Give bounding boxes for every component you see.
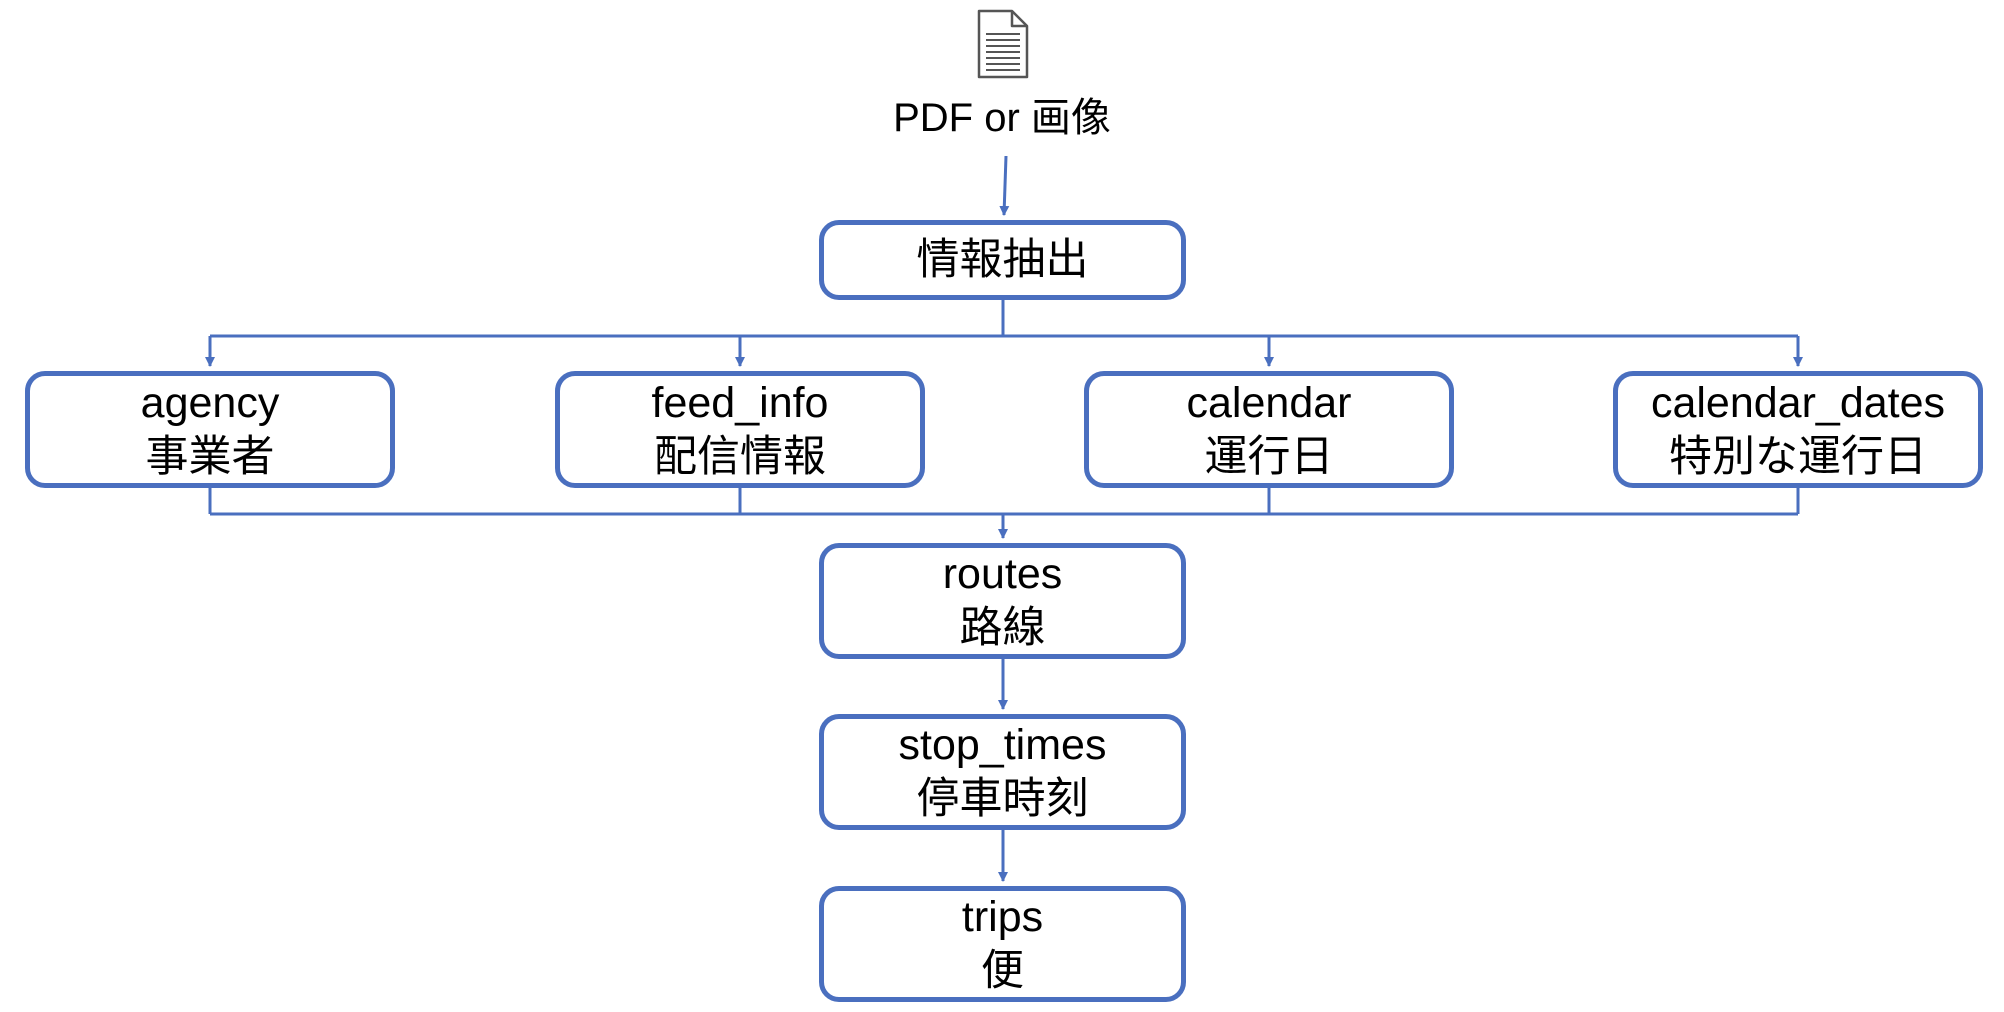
calendar-dates-name: calendar_dates	[1650, 378, 1946, 427]
source-label: PDF or 画像	[893, 96, 1111, 140]
stop-times-name: stop_times	[898, 721, 1107, 769]
feed-info-name: feed_info	[651, 378, 829, 427]
calendar-dates-desc: 特別な運行日	[1669, 432, 1927, 481]
extract-label: 情報抽出	[916, 236, 1089, 284]
stop-times-desc: 停車時刻	[916, 775, 1089, 823]
arrow-source-to-extract	[999, 155, 1010, 216]
trips-desc: 便	[981, 947, 1024, 995]
extract-node[interactable]: 情報抽出	[819, 220, 1186, 300]
feed-info-node[interactable]: feed_info 配信情報	[555, 371, 925, 488]
feed-info-desc: 配信情報	[654, 432, 826, 481]
agency-desc: 事業者	[145, 432, 275, 481]
trips-name: trips	[961, 893, 1044, 941]
routes-name: routes	[942, 550, 1063, 598]
trips-node[interactable]: trips 便	[819, 886, 1186, 1002]
calendar-node[interactable]: calendar 運行日	[1084, 371, 1454, 488]
calendar-dates-node[interactable]: calendar_dates 特別な運行日	[1613, 371, 1983, 488]
routes-desc: 路線	[959, 604, 1046, 652]
stop-times-node[interactable]: stop_times 停車時刻	[819, 714, 1186, 830]
calendar-desc: 運行日	[1204, 432, 1334, 481]
document-icon	[976, 8, 1030, 80]
agency-node[interactable]: agency 事業者	[25, 371, 395, 488]
agency-name: agency	[140, 378, 280, 427]
calendar-name: calendar	[1186, 378, 1352, 427]
routes-node[interactable]: routes 路線	[819, 543, 1186, 659]
